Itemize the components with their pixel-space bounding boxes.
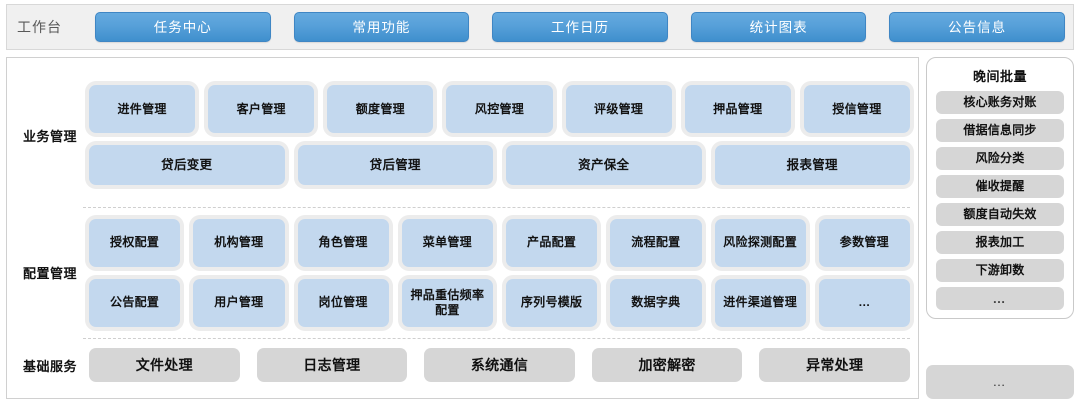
top-tab-1[interactable]: 任务中心: [95, 12, 271, 42]
module-card[interactable]: 数据字典: [610, 278, 702, 327]
module-card[interactable]: 岗位管理: [297, 278, 389, 327]
module-card[interactable]: 用户管理: [193, 278, 285, 327]
top-tab-4[interactable]: 统计图表: [690, 12, 867, 42]
card-row: 贷后变更贷后管理资产保全报表管理: [89, 145, 910, 186]
card-row: 公告配置用户管理岗位管理押品重估频率配置序列号模版数据字典进件渠道管理…: [89, 278, 910, 327]
section-label-config: 配置管理: [22, 266, 77, 282]
night-batch-item[interactable]: …: [936, 287, 1064, 310]
card-row: 文件处理日志管理系统通信加密解密异常处理: [89, 348, 910, 383]
module-card[interactable]: 角色管理: [297, 218, 389, 267]
module-card[interactable]: …: [818, 278, 910, 327]
module-card[interactable]: 资产保全: [506, 145, 702, 186]
module-card[interactable]: 风控管理: [446, 85, 553, 134]
module-card[interactable]: 额度管理: [327, 85, 434, 134]
top-tab-2[interactable]: 常用功能: [293, 12, 470, 42]
module-card[interactable]: 系统通信: [424, 348, 575, 383]
module-card[interactable]: 公告配置: [89, 278, 181, 327]
section-divider: [83, 206, 910, 208]
module-card[interactable]: 授权配置: [89, 218, 181, 267]
module-card[interactable]: 贷后变更: [89, 145, 285, 186]
night-batch-item[interactable]: 报表加工: [936, 231, 1064, 254]
module-card[interactable]: 序列号模版: [506, 278, 598, 327]
module-card[interactable]: 押品重估频率配置: [401, 278, 493, 327]
module-panel: 业务管理进件管理客户管理额度管理风控管理评级管理押品管理授信管理贷后变更贷后管理…: [6, 57, 919, 399]
module-card[interactable]: 客户管理: [208, 85, 315, 134]
page-title: 工作台: [17, 19, 62, 35]
section-divider: [83, 337, 910, 339]
sidebar-more-button[interactable]: …: [926, 365, 1074, 399]
night-batch-item[interactable]: 风险分类: [936, 147, 1064, 170]
section-label-base: 基础服务: [22, 358, 77, 374]
night-batch-item[interactable]: 核心账务对账: [936, 91, 1064, 114]
section-base: 基础服务文件处理日志管理系统通信加密解密异常处理: [11, 339, 910, 392]
section-rows-config: 授权配置机构管理角色管理菜单管理产品配置流程配置风险探测配置参数管理公告配置用户…: [89, 218, 910, 327]
module-card[interactable]: 风险探测配置: [714, 218, 806, 267]
module-card[interactable]: 进件管理: [89, 85, 196, 134]
module-card[interactable]: 授信管理: [803, 85, 910, 134]
section-config: 配置管理授权配置机构管理角色管理菜单管理产品配置流程配置风险探测配置参数管理公告…: [11, 208, 910, 338]
module-card[interactable]: 日志管理: [256, 348, 408, 383]
night-batch-item-list: 核心账务对账借据信息同步风险分类催收提醒额度自动失效报表加工下游卸数 …: [936, 91, 1064, 310]
top-tab-5[interactable]: 公告信息: [889, 12, 1065, 42]
night-batch-item[interactable]: 借据信息同步: [936, 119, 1064, 142]
top-tab-3[interactable]: 工作日历: [492, 12, 668, 42]
section-rows-base: 文件处理日志管理系统通信加密解密异常处理: [89, 348, 910, 383]
night-batch-title: 晚间批量: [972, 69, 1027, 84]
module-card[interactable]: 进件渠道管理: [714, 278, 806, 327]
module-card[interactable]: 评级管理: [565, 85, 672, 134]
night-batch-panel: 晚间批量 核心账务对账借据信息同步风险分类催收提醒额度自动失效报表加工下游卸数 …: [926, 57, 1074, 319]
main-content-area: 业务管理进件管理客户管理额度管理风控管理评级管理押品管理授信管理贷后变更贷后管理…: [6, 57, 1074, 399]
card-row: 授权配置机构管理角色管理菜单管理产品配置流程配置风险探测配置参数管理: [89, 218, 910, 267]
top-navigation-bar: 工作台 任务中心常用功能工作日历统计图表公告信息: [6, 4, 1074, 50]
section-business: 业务管理进件管理客户管理额度管理风控管理评级管理押品管理授信管理贷后变更贷后管理…: [11, 64, 910, 207]
night-batch-item[interactable]: 催收提醒: [936, 175, 1064, 198]
module-card[interactable]: 菜单管理: [401, 218, 493, 267]
module-card[interactable]: 产品配置: [506, 218, 598, 267]
module-card[interactable]: 报表管理: [714, 145, 910, 186]
module-card[interactable]: 文件处理: [89, 348, 240, 383]
module-card[interactable]: 贷后管理: [297, 145, 493, 186]
right-sidebar: 晚间批量 核心账务对账借据信息同步风险分类催收提醒额度自动失效报表加工下游卸数 ……: [926, 57, 1074, 399]
night-batch-item[interactable]: 下游卸数: [936, 259, 1064, 282]
module-card[interactable]: 机构管理: [193, 218, 285, 267]
module-card[interactable]: 异常处理: [759, 348, 910, 383]
section-rows-business: 进件管理客户管理额度管理风控管理评级管理押品管理授信管理贷后变更贷后管理资产保全…: [89, 85, 910, 186]
module-card[interactable]: 押品管理: [684, 85, 791, 134]
module-card[interactable]: 参数管理: [818, 218, 910, 267]
night-batch-item[interactable]: 额度自动失效: [936, 203, 1064, 226]
card-row: 进件管理客户管理额度管理风控管理评级管理押品管理授信管理: [89, 85, 910, 134]
top-tab-list: 任务中心常用功能工作日历统计图表公告信息: [95, 12, 1065, 42]
section-label-business: 业务管理: [22, 128, 77, 144]
module-card[interactable]: 流程配置: [610, 218, 702, 267]
module-card[interactable]: 加密解密: [591, 348, 743, 383]
